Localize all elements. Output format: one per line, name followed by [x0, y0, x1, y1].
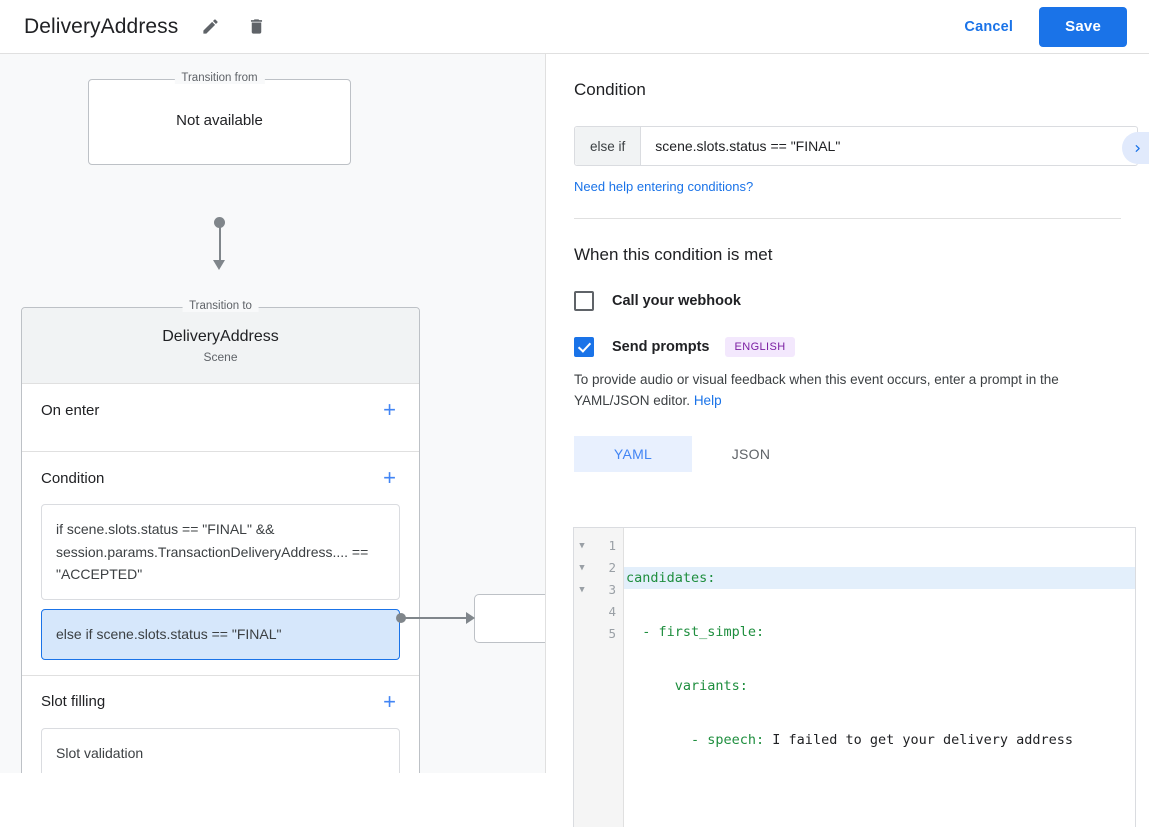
- code-line: - speech: I failed to get your delivery …: [624, 729, 1135, 751]
- transition-to-legend: Transition to: [182, 300, 259, 312]
- prompts-description: To provide audio or visual feedback when…: [574, 370, 1134, 412]
- section-header-condition: Condition +: [41, 452, 400, 504]
- section-header-on-enter: On enter +: [41, 384, 400, 436]
- section-divider: [574, 218, 1121, 219]
- editor-format-tabs: YAML JSON: [574, 435, 1121, 472]
- send-prompts-checkbox-row[interactable]: Send prompts ENGLISH: [574, 337, 1121, 357]
- webhook-checkbox-row[interactable]: Call your webhook: [574, 291, 1121, 311]
- line-number: 2: [608, 560, 616, 575]
- save-button[interactable]: Save: [1039, 6, 1127, 47]
- section-condition: Condition + if scene.slots.status == "FI…: [22, 452, 419, 676]
- transition-from-node[interactable]: Transition from Not available: [88, 72, 351, 165]
- line-number: 4: [608, 604, 616, 619]
- transition-to-title: DeliveryAddress: [162, 327, 279, 345]
- section-header-slot-filling: Slot filling +: [41, 676, 400, 728]
- scene-graph-panel: Transition from Not available Transition…: [0, 54, 546, 773]
- webhook-checkbox[interactable]: [574, 291, 594, 311]
- gutter-line: ▼2: [574, 557, 623, 579]
- code-line: - first_simple:: [624, 621, 1135, 643]
- pencil-icon[interactable]: [196, 13, 224, 41]
- webhook-label: Call your webhook: [612, 293, 741, 309]
- condition-prefix-label: else if: [575, 127, 642, 165]
- code-key: - first_simple:: [626, 624, 765, 640]
- condition-edge-line: [404, 617, 468, 619]
- gutter-line: 4: [574, 601, 623, 623]
- condition-item-selected[interactable]: else if scene.slots.status == "FINAL": [41, 609, 400, 660]
- prompts-help-link[interactable]: Help: [693, 392, 722, 408]
- when-condition-met-section: When this condition is met Call your web…: [546, 219, 1149, 472]
- cancel-button[interactable]: Cancel: [950, 11, 1027, 43]
- tab-json[interactable]: JSON: [731, 445, 771, 462]
- condition-edge-dot: [396, 613, 406, 623]
- editor-gutter: ▼1 ▼2 ▼3 4 5: [574, 528, 624, 827]
- fold-toggle-icon[interactable]: ▼: [579, 541, 585, 551]
- target-node[interactable]: [474, 594, 545, 643]
- gutter-line: ▼1: [574, 535, 623, 557]
- send-prompts-label: Send prompts: [612, 339, 710, 355]
- language-badge: ENGLISH: [725, 337, 795, 357]
- gutter-line: ▼3: [574, 579, 623, 601]
- condition-heading: Condition: [574, 80, 646, 99]
- section-title-slot-filling: Slot filling: [41, 693, 106, 711]
- gutter-line: 5: [574, 623, 623, 645]
- condition-item[interactable]: if scene.slots.status == "FINAL" && sess…: [41, 504, 400, 601]
- condition-section: Condition else if Need help entering con…: [546, 54, 1149, 219]
- line-number: 5: [608, 626, 616, 641]
- line-number: 3: [608, 582, 616, 597]
- page-title: DeliveryAddress: [24, 14, 179, 38]
- content-area: Transition from Not available Transition…: [0, 54, 1149, 827]
- transition-to-subtitle: Scene: [203, 349, 238, 364]
- condition-edge-arrow-icon: [466, 612, 475, 624]
- transition-to-header: DeliveryAddress Scene: [22, 308, 419, 384]
- yaml-editor[interactable]: ▼1 ▼2 ▼3 4 5 candidates: - first_simple:…: [573, 527, 1136, 827]
- code-value: I failed to get your delivery address: [764, 732, 1074, 748]
- condition-input[interactable]: [641, 127, 1137, 165]
- transition-to-node: Transition to DeliveryAddress Scene On e…: [21, 300, 420, 773]
- code-key: candidates:: [626, 570, 716, 586]
- section-on-enter: On enter +: [22, 384, 419, 452]
- code-line: [624, 783, 1135, 805]
- send-prompts-checkbox[interactable]: [574, 337, 594, 357]
- when-condition-met-heading: When this condition is met: [574, 245, 773, 264]
- add-on-enter-button[interactable]: +: [383, 397, 396, 422]
- connector-line: [219, 222, 221, 266]
- add-condition-button[interactable]: +: [383, 465, 396, 490]
- section-slot-filling: Slot filling + Slot validation Transacti…: [22, 676, 419, 773]
- condition-help-link[interactable]: Need help entering conditions?: [574, 179, 754, 194]
- tab-yaml[interactable]: YAML: [574, 435, 692, 472]
- section-title-condition: Condition: [41, 469, 105, 487]
- fold-toggle-icon[interactable]: ▼: [579, 585, 585, 595]
- editor-code[interactable]: candidates: - first_simple: variants: - …: [624, 528, 1135, 827]
- condition-field-row: else if: [574, 126, 1138, 166]
- add-slot-filling-button[interactable]: +: [383, 688, 396, 714]
- code-key: - speech:: [626, 732, 765, 748]
- connector-arrow-icon: [213, 260, 225, 270]
- code-key: variants:: [626, 678, 748, 694]
- transition-from-value: Not available: [176, 112, 263, 129]
- slot-filling-item[interactable]: Slot validation: [41, 727, 400, 773]
- section-title-on-enter: On enter: [41, 401, 100, 419]
- fold-toggle-icon[interactable]: ▼: [579, 563, 585, 573]
- code-line: variants:: [624, 675, 1135, 697]
- code-line: candidates:: [624, 567, 1135, 589]
- top-app-bar: DeliveryAddress Cancel Save: [0, 0, 1149, 54]
- chevron-right-icon[interactable]: [1122, 132, 1149, 164]
- trash-icon[interactable]: [242, 13, 270, 41]
- transition-from-legend: Transition from: [174, 72, 265, 84]
- prompts-description-text: To provide audio or visual feedback when…: [574, 372, 1059, 408]
- line-number: 1: [608, 538, 616, 553]
